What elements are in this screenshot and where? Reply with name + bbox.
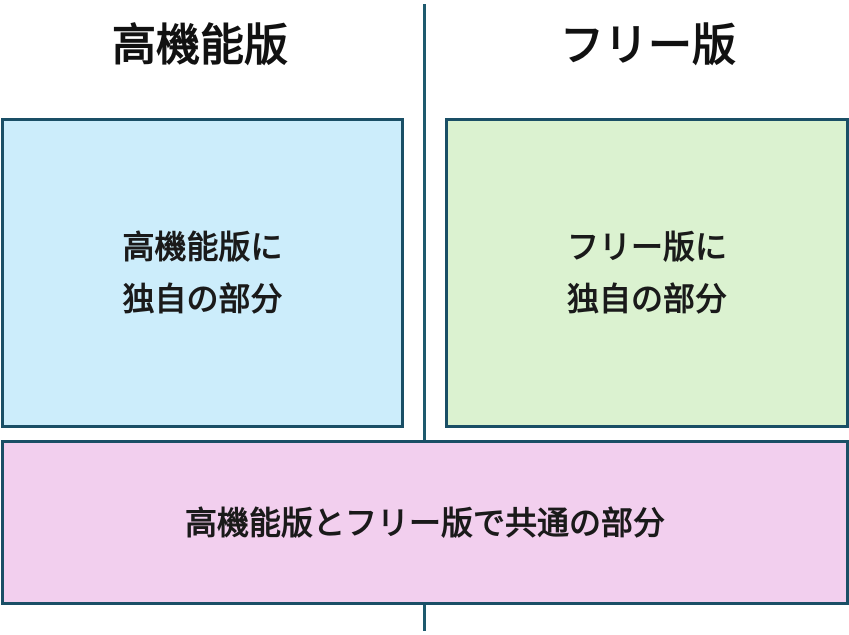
pro-only-box: 高機能版に 独自の部分 <box>1 118 404 428</box>
free-only-label-line1: フリー版に <box>566 228 727 266</box>
common-box: 高機能版とフリー版で共通の部分 <box>1 440 849 605</box>
pro-version-heading: 高機能版 <box>112 20 288 71</box>
pro-only-label-line2: 独自の部分 <box>122 280 283 318</box>
pro-only-label-line1: 高機能版に <box>122 228 283 266</box>
common-label: 高機能版とフリー版で共通の部分 <box>184 503 665 542</box>
vertical-divider <box>423 4 426 631</box>
free-only-label-line2: 独自の部分 <box>566 280 727 318</box>
free-only-box: フリー版に 独自の部分 <box>445 118 849 428</box>
free-version-heading: フリー版 <box>560 20 736 71</box>
